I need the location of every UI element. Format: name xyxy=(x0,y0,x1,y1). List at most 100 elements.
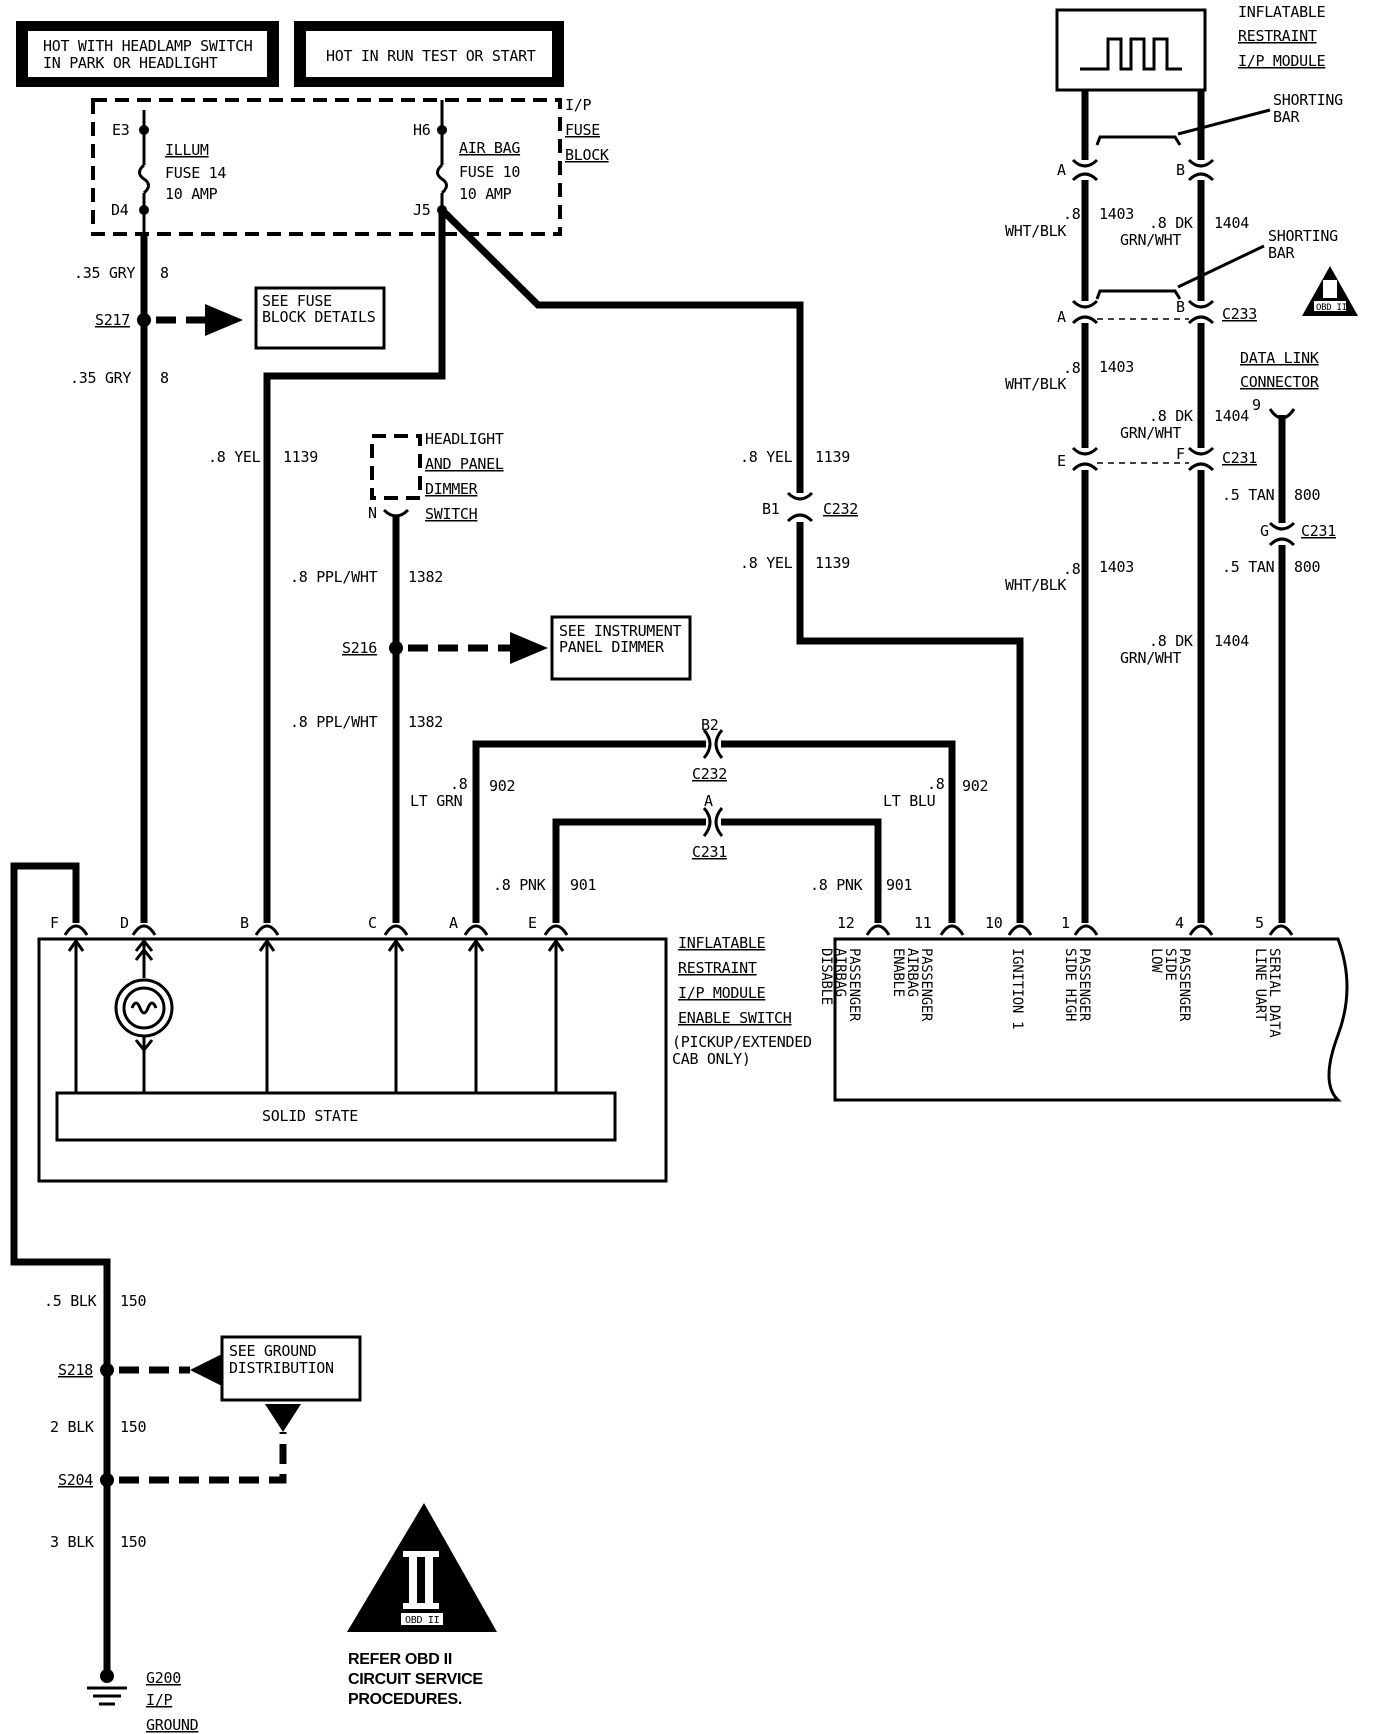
svg-text:GROUND: GROUND xyxy=(146,1716,199,1734)
svg-text:F: F xyxy=(50,914,59,932)
svg-text:SEE FUSE: SEE FUSE xyxy=(262,292,332,310)
splice-s218: S218 xyxy=(58,1354,222,1386)
svg-text:10: 10 xyxy=(985,914,1003,932)
svg-text:I/P MODULE: I/P MODULE xyxy=(678,984,766,1002)
svg-text:H6: H6 xyxy=(413,121,431,139)
svg-text:C233: C233 xyxy=(1222,305,1257,323)
svg-text:HOT IN RUN TEST OR START: HOT IN RUN TEST OR START xyxy=(326,47,536,65)
wire-ppl-wht-1382: .8 PPL/WHT 1382 .8 PPL/WHT 1382 xyxy=(290,515,443,923)
svg-text:1403: 1403 xyxy=(1099,358,1134,376)
svg-text:I/P: I/P xyxy=(565,96,591,114)
svg-text:.8: .8 xyxy=(1063,560,1081,578)
obd-ii-small-icon: OBD II xyxy=(1302,266,1358,316)
switch-pin-e: E xyxy=(528,914,569,1093)
svg-text:1: 1 xyxy=(1061,914,1070,932)
svg-text:REFER OBD II: REFER OBD II xyxy=(348,1651,452,1668)
svg-text:1382: 1382 xyxy=(408,713,443,731)
svg-text:11: 11 xyxy=(914,914,932,932)
svg-text:.35 GRY: .35 GRY xyxy=(70,369,131,387)
svg-text:C: C xyxy=(368,914,377,932)
sdm-pin-4: 4 xyxy=(1175,914,1214,936)
svg-text:A: A xyxy=(1057,161,1066,179)
svg-text:C232: C232 xyxy=(823,500,858,518)
svg-text:LT BLU: LT BLU xyxy=(883,792,935,810)
svg-text:1139: 1139 xyxy=(815,554,850,572)
svg-text:S218: S218 xyxy=(58,1361,93,1379)
svg-text:FUSE: FUSE xyxy=(565,121,600,139)
wire-901: A C231 .8 PNK 901 .8 PNK 901 xyxy=(493,792,913,923)
svg-text:LT GRN: LT GRN xyxy=(410,792,463,810)
svg-text:.8 DK: .8 DK xyxy=(1149,632,1193,650)
svg-text:.5 TAN: .5 TAN xyxy=(1222,558,1275,576)
sdm-module: 12 11 10 1 4 5 PASSENGER AIRBAG DISABLE … xyxy=(818,914,1349,1102)
inflatable-restraint-ip-module: INFLATABLE RESTRAINT I/P MODULE xyxy=(1055,3,1326,92)
svg-text:OBD II: OBD II xyxy=(405,1615,440,1626)
svg-text:8: 8 xyxy=(160,369,169,387)
svg-text:N: N xyxy=(368,504,377,522)
sdm-pin-functions: PASSENGER AIRBAG DISABLE PASSENGER AIRBA… xyxy=(818,948,1282,1038)
svg-text:CIRCUIT SERVICE: CIRCUIT SERVICE xyxy=(348,1671,483,1688)
svg-text:.8 YEL: .8 YEL xyxy=(208,448,261,466)
svg-text:2 BLK: 2 BLK xyxy=(50,1418,94,1436)
svg-text:.8: .8 xyxy=(1063,359,1081,377)
svg-text:902: 902 xyxy=(962,777,988,795)
svg-text:800: 800 xyxy=(1294,558,1320,576)
svg-text:.8: .8 xyxy=(927,775,945,793)
svg-text:SEE INSTRUMENT: SEE INSTRUMENT xyxy=(559,622,682,640)
svg-text:BLOCK: BLOCK xyxy=(565,146,609,164)
switch-pin-c: C xyxy=(368,914,409,1093)
svg-text:DISTRIBUTION: DISTRIBUTION xyxy=(229,1359,334,1377)
svg-text:INFLATABLE: INFLATABLE xyxy=(1238,3,1326,21)
wire-gry-8: .35 GRY 8 .35 GRY 8 xyxy=(70,234,169,923)
svg-text:.8: .8 xyxy=(1063,205,1081,223)
svg-text:SHORTING: SHORTING xyxy=(1273,91,1343,109)
svg-text:4: 4 xyxy=(1175,914,1184,932)
svg-text:SIDE HIGH: SIDE HIGH xyxy=(1062,948,1078,1021)
svg-text:HEADLIGHT: HEADLIGHT xyxy=(425,430,504,448)
svg-text:SWITCH: SWITCH xyxy=(425,505,478,523)
svg-text:C231: C231 xyxy=(1301,522,1336,540)
svg-text:10 AMP: 10 AMP xyxy=(459,185,512,203)
svg-text:DATA LINK: DATA LINK xyxy=(1240,349,1319,367)
svg-text:GRN/WHT: GRN/WHT xyxy=(1120,231,1181,249)
svg-text:150: 150 xyxy=(120,1292,146,1310)
svg-text:SEE GROUND: SEE GROUND xyxy=(229,1342,317,1360)
svg-text:LOW: LOW xyxy=(1148,948,1164,973)
svg-text:PASSENGER: PASSENGER xyxy=(846,948,862,1022)
svg-text:S216: S216 xyxy=(342,639,377,657)
svg-text:C232: C232 xyxy=(692,765,727,783)
svg-text:1139: 1139 xyxy=(283,448,318,466)
svg-text:.8 DK: .8 DK xyxy=(1149,407,1193,425)
svg-text:B2: B2 xyxy=(701,716,718,734)
svg-text:G200: G200 xyxy=(146,1669,181,1687)
svg-text:1404: 1404 xyxy=(1214,632,1249,650)
splice-s217: S217 xyxy=(95,304,243,336)
svg-text:J5: J5 xyxy=(413,201,430,219)
svg-text:F: F xyxy=(1176,445,1185,463)
svg-text:GRN/WHT: GRN/WHT xyxy=(1120,649,1181,667)
svg-text:.5 BLK: .5 BLK xyxy=(44,1292,97,1310)
svg-text:SERIAL DATA: SERIAL DATA xyxy=(1266,948,1282,1038)
svg-text:FUSE 14: FUSE 14 xyxy=(165,164,226,182)
svg-text:PASSENGER: PASSENGER xyxy=(918,948,934,1022)
svg-text:BAR: BAR xyxy=(1273,108,1300,126)
see-instrument-panel-dimmer: SEE INSTRUMENT PANEL DIMMER xyxy=(550,615,692,681)
sdm-pin-5: 5 xyxy=(1255,914,1294,936)
see-fuse-block-details: SEE FUSE BLOCK DETAILS xyxy=(254,286,386,350)
svg-text:HOT WITH HEADLAMP SWITCH: HOT WITH HEADLAMP SWITCH xyxy=(43,37,253,55)
svg-text:GRN/WHT: GRN/WHT xyxy=(1120,424,1181,442)
svg-text:(PICKUP/EXTENDED: (PICKUP/EXTENDED xyxy=(672,1033,812,1051)
sdm-pin-10: 10 xyxy=(985,914,1033,936)
wire-yel-1139-right: .8 YEL 1139 .8 YEL 1139 xyxy=(439,207,1024,923)
svg-text:AIRBAG: AIRBAG xyxy=(904,948,920,997)
svg-text:.35 GRY: .35 GRY xyxy=(74,264,135,282)
svg-text:G: G xyxy=(1260,522,1269,540)
sdm-pin-12: 12 xyxy=(837,914,891,936)
svg-text:1404: 1404 xyxy=(1214,214,1249,232)
svg-text:PROCEDURES.: PROCEDURES. xyxy=(348,1691,462,1708)
svg-text:I/P: I/P xyxy=(146,1691,172,1709)
svg-text:.5 TAN: .5 TAN xyxy=(1222,486,1275,504)
svg-text:.8 DK: .8 DK xyxy=(1149,214,1193,232)
svg-text:SIDE: SIDE xyxy=(1162,948,1178,981)
